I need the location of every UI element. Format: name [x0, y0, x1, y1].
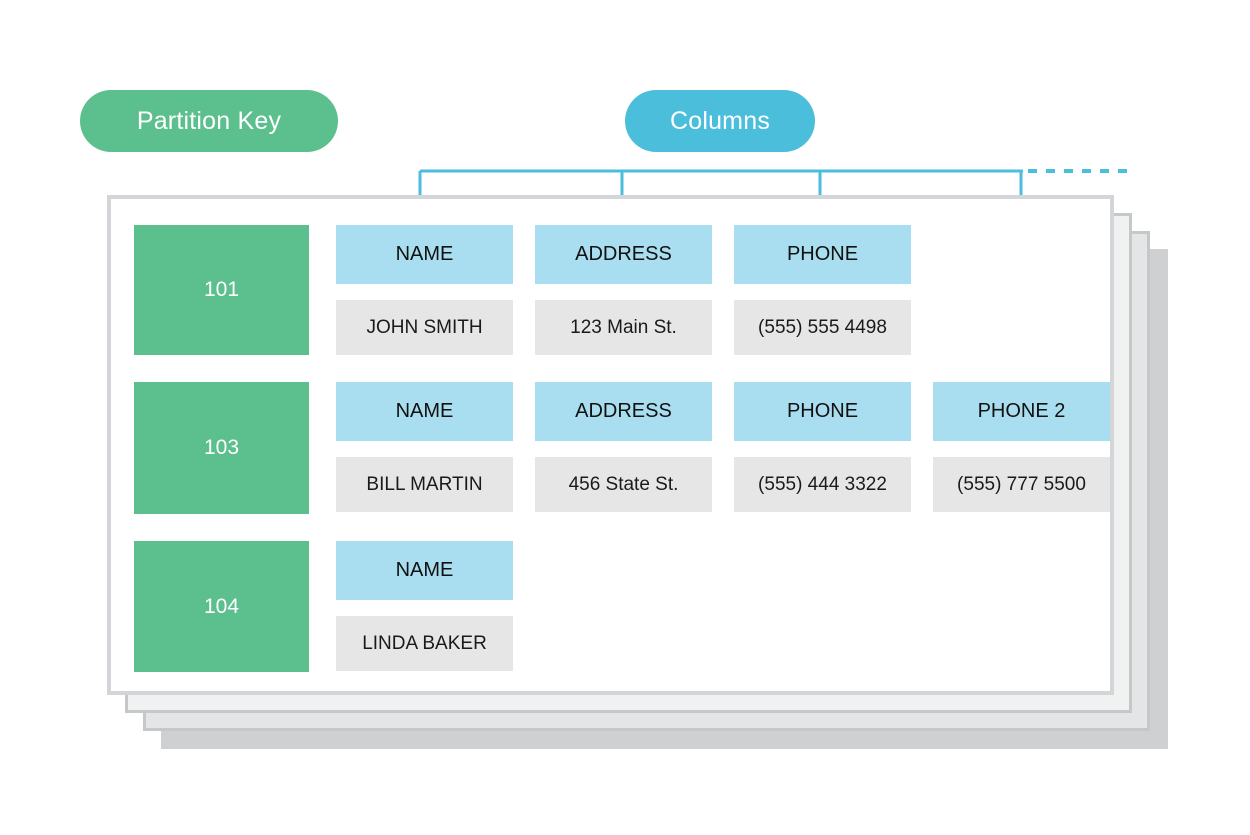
column-header: NAME	[336, 225, 513, 284]
legend-pill-columns-label: Columns	[669, 106, 771, 135]
legend-pill-partition-key: Partition Key	[80, 90, 338, 152]
column-value: BILL MARTIN	[336, 457, 513, 512]
column: PHONE (555) 555 4498	[734, 225, 911, 355]
column: ADDRESS 456 State St.	[535, 382, 712, 512]
column: PHONE 2 (555) 777 5500	[933, 382, 1110, 512]
column: NAME LINDA BAKER	[336, 541, 513, 671]
column-value: JOHN SMITH	[336, 300, 513, 355]
column-header: PHONE 2	[933, 382, 1110, 441]
column-value: (555) 444 3322	[734, 457, 911, 512]
column-header: ADDRESS	[535, 382, 712, 441]
partition-key-cell: 101	[134, 225, 309, 355]
partition-table-card: 101 NAME JOHN SMITH ADDRESS 123 Main St.…	[107, 195, 1114, 695]
table-row: 103 NAME BILL MARTIN ADDRESS 456 State S…	[134, 382, 1110, 514]
partition-key-cell: 103	[134, 382, 309, 514]
partition-key-value: 104	[203, 594, 240, 618]
column-group: NAME JOHN SMITH ADDRESS 123 Main St. PHO…	[336, 225, 911, 355]
legend-pill-columns: Columns	[625, 90, 815, 152]
column-value: LINDA BAKER	[336, 616, 513, 671]
legend-pill-partition-key-label: Partition Key	[136, 106, 282, 135]
column-header: NAME	[336, 541, 513, 600]
partition-key-value: 101	[203, 278, 240, 301]
column: NAME JOHN SMITH	[336, 225, 513, 355]
column: NAME BILL MARTIN	[336, 382, 513, 512]
columns-bracket	[418, 169, 1131, 195]
partition-key-value: 103	[203, 436, 240, 459]
column-value: (555) 777 5500	[933, 457, 1110, 512]
partition-key-cell: 104	[134, 541, 309, 672]
column-group: NAME LINDA BAKER	[336, 541, 513, 671]
column-group: NAME BILL MARTIN ADDRESS 456 State St. P…	[336, 382, 1110, 512]
column: ADDRESS 123 Main St.	[535, 225, 712, 355]
column-header: ADDRESS	[535, 225, 712, 284]
table-rows: 101 NAME JOHN SMITH ADDRESS 123 Main St.…	[111, 199, 1110, 691]
column-header: NAME	[336, 382, 513, 441]
column-value: 123 Main St.	[535, 300, 712, 355]
table-row: 104 NAME LINDA BAKER	[134, 541, 513, 672]
column-value: 456 State St.	[535, 457, 712, 512]
column-header: PHONE	[734, 225, 911, 284]
table-row: 101 NAME JOHN SMITH ADDRESS 123 Main St.…	[134, 225, 911, 355]
column: PHONE (555) 444 3322	[734, 382, 911, 512]
column-header: PHONE	[734, 382, 911, 441]
column-value: (555) 555 4498	[734, 300, 911, 355]
